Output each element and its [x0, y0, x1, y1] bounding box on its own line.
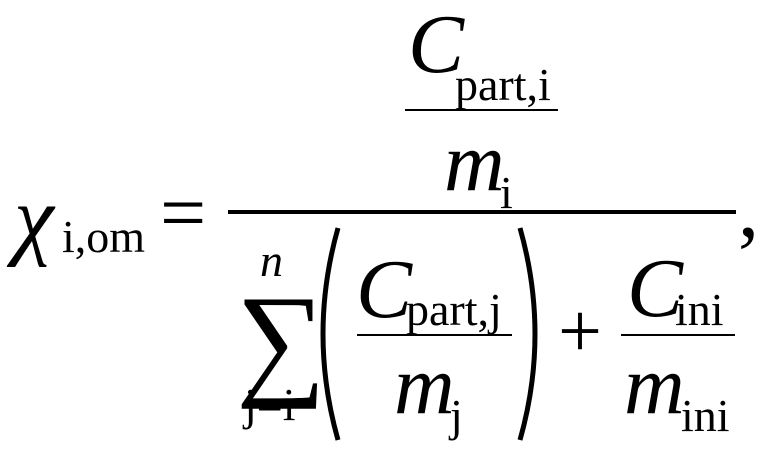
sum-lower-limit: j=i — [242, 379, 296, 430]
equals-sign: = — [160, 167, 206, 258]
inner-c: C — [356, 243, 413, 336]
sum-upper-limit: n — [260, 235, 283, 286]
ini-c-subscript: ini — [675, 284, 724, 335]
inner-m: m — [394, 339, 455, 432]
trailing-comma: , — [738, 162, 759, 255]
ini-m-subscript: ini — [681, 390, 730, 441]
main-fraction-bar — [228, 210, 736, 214]
right-paren — [517, 227, 538, 441]
plus-sign: + — [558, 287, 602, 374]
numerator-c: C — [408, 0, 465, 91]
inner-m-subscript: j — [448, 390, 463, 441]
chi-subscript: i,om — [62, 211, 145, 262]
chi-symbol: χ — [6, 169, 56, 268]
summation-sign: ∑ — [236, 271, 326, 410]
numerator-m: m — [444, 116, 505, 209]
numerator-c-subscript: part,i — [455, 59, 551, 110]
inner-c-subscript: part,j — [406, 284, 502, 335]
ini-m: m — [624, 339, 685, 432]
numerator-m-subscript: i — [500, 167, 513, 218]
ini-c: C — [627, 242, 684, 335]
left-paren — [320, 227, 341, 441]
